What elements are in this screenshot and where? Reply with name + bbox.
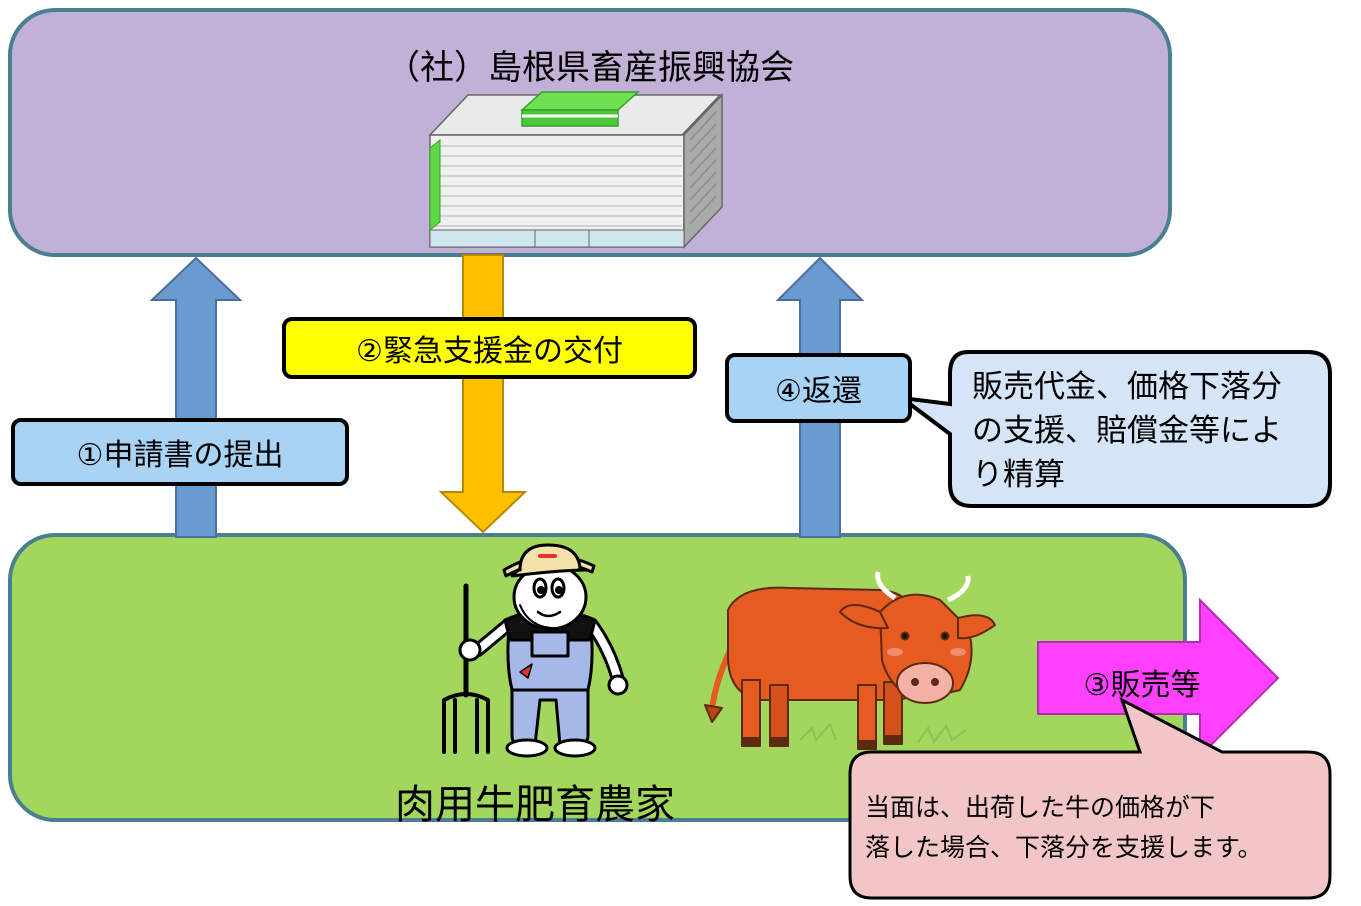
callout-return-line: り精算 [972, 457, 1065, 493]
step-3-label: ③販売等 [1083, 668, 1201, 703]
callout-sales-text: 当面は、出荷した牛の価格が下 落した場合、下落分を支援します。 [865, 788, 1345, 868]
callout-return-line: 販売代金、価格下落分 [972, 369, 1282, 405]
callout-return-line: の支援、賠償金等によ [972, 413, 1282, 449]
callout-sales-line: 落した場合、下落分を支援します。 [865, 833, 1263, 862]
step-2-label: ②緊急支援金の交付 [282, 317, 697, 379]
organization-name: （社）島根県畜産振興協会 [386, 48, 794, 88]
step-1-label: ①申請書の提出 [11, 418, 349, 486]
arrow-application-up [149, 256, 243, 538]
callout-sales-bubble [848, 696, 1332, 900]
farmer-icon [442, 543, 629, 758]
callout-return-text: 販売代金、価格下落分 の支援、賠償金等によ り精算 [972, 365, 1332, 497]
office-building-icon [428, 91, 723, 249]
arrow-sales-right [1037, 597, 1280, 759]
farm-name: 肉用牛肥育農家 [395, 782, 675, 828]
grass-icon [799, 722, 967, 744]
cow-icon [704, 571, 996, 750]
callout-return-bubble [894, 350, 1332, 508]
step-4-label: ④返還 [725, 353, 912, 423]
callout-sales-line: 当面は、出荷した牛の価格が下 [865, 793, 1216, 822]
arrow-subsidy-down [438, 254, 528, 534]
